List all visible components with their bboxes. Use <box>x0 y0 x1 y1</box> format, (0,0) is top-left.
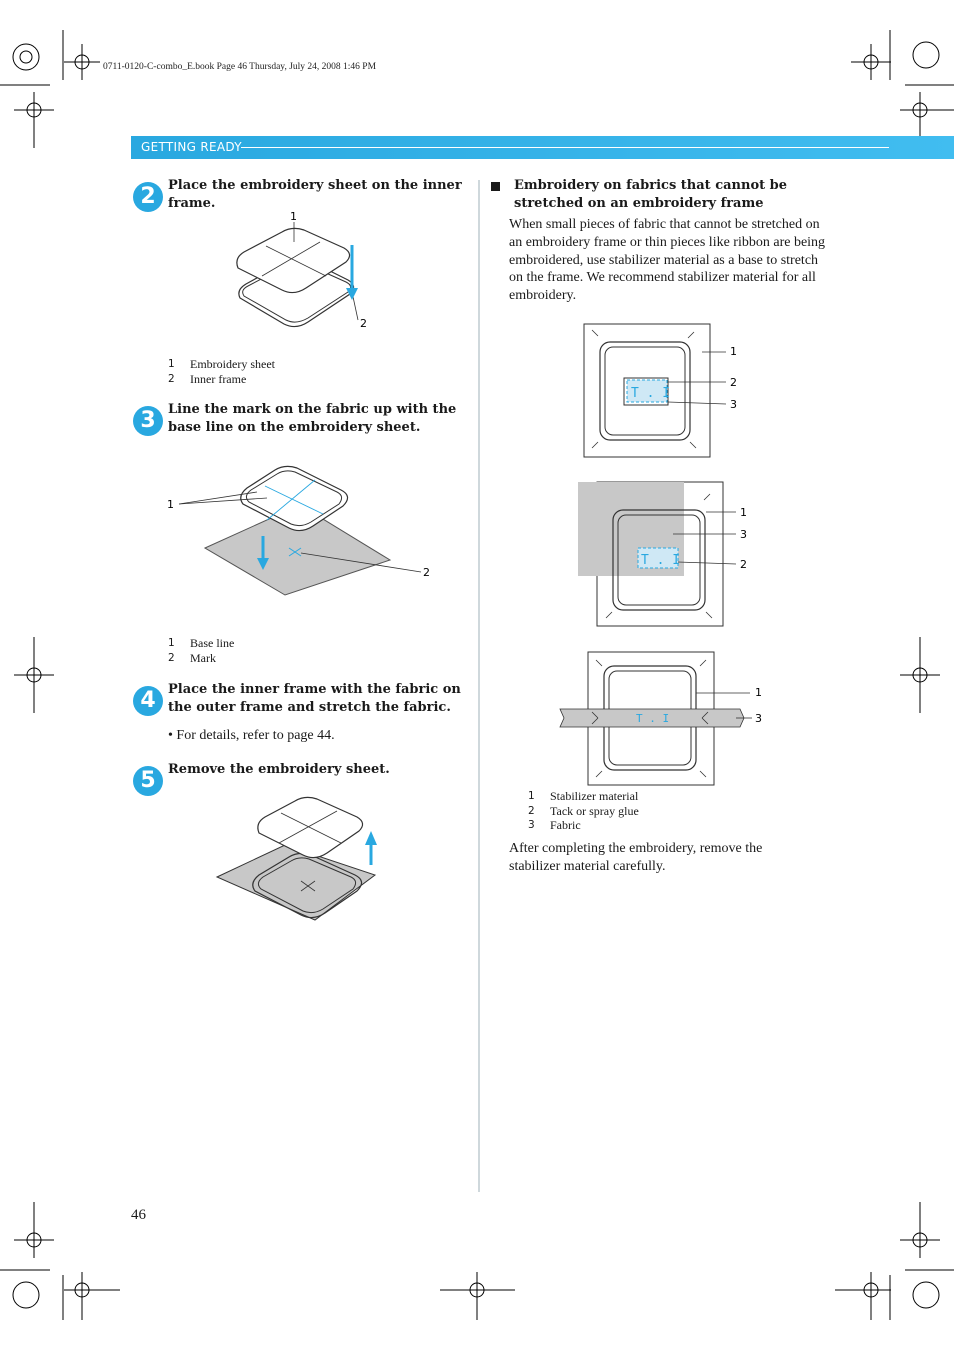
legend-text: Inner frame <box>190 371 247 386</box>
step-3-number: 3 <box>133 406 163 436</box>
legend-number: 2 <box>168 651 175 664</box>
section-header-title: GETTING READY <box>141 140 242 154</box>
step-4-bullet: • For details, refer to page 44. <box>168 728 335 743</box>
intro-paragraph: When small pieces of fabric that cannot … <box>509 217 826 304</box>
legend-number: 2 <box>528 804 535 817</box>
step-3-callout-2: 2 <box>423 566 430 579</box>
step-4-number: 4 <box>133 686 163 716</box>
legend-number: 3 <box>528 819 535 831</box>
header-rule <box>241 147 889 148</box>
fig3-callout-1: 1 <box>755 686 762 699</box>
fig2-callout-3: 3 <box>740 528 747 541</box>
step-3-legend: 1 Base line 2 Mark <box>168 636 234 665</box>
step-4-title: Place the inner frame with the fabric on… <box>168 682 461 715</box>
sample-embroidery-text: T . I <box>636 712 669 725</box>
file-info: 0711-0120-C-combo_E.book Page 46 Thursda… <box>103 62 377 72</box>
legend-text: Fabric <box>550 818 581 832</box>
legend-number: 2 <box>168 372 175 385</box>
fig2-callout-1: 1 <box>740 506 747 519</box>
step-2-legend: 1 Embroidery sheet 2 Inner frame <box>168 357 275 386</box>
closing-paragraph: After completing the embroidery, remove … <box>509 841 763 874</box>
column-divider <box>478 180 480 1192</box>
legend-number: 1 <box>168 637 175 649</box>
sample-embroidery-text: T . I <box>641 553 680 568</box>
section-title: Embroidery on fabrics that cannot be str… <box>514 178 788 211</box>
step-2-callout-2: 2 <box>360 317 367 330</box>
legend-text: Mark <box>190 650 216 665</box>
fig1-callout-1: 1 <box>730 345 737 358</box>
fig1-callout-3: 3 <box>730 398 737 411</box>
legend-number: 1 <box>528 790 535 802</box>
fig2-callout-2: 2 <box>740 558 747 571</box>
step-2-callout-1: 1 <box>290 210 297 223</box>
page-number: 46 <box>131 1207 146 1223</box>
section-bullet <box>491 182 500 191</box>
step-2-number: 2 <box>133 182 163 212</box>
section-header-bar: GETTING READY <box>131 136 954 159</box>
sample-embroidery-text: T . I <box>631 386 670 401</box>
fig3-callout-3: 3 <box>755 712 762 725</box>
legend-text: Tack or spray glue <box>550 803 639 818</box>
legend-text: Base line <box>190 636 235 650</box>
step-2-title: Place the embroidery sheet on the inner … <box>168 178 462 211</box>
legend-text: Embroidery sheet <box>190 357 275 371</box>
step-3-callout-1: 1 <box>167 498 174 511</box>
fig1-callout-2: 2 <box>730 376 737 389</box>
legend-number: 1 <box>168 358 175 370</box>
legend-text: Stabilizer material <box>550 789 639 803</box>
step-5-number: 5 <box>133 766 163 796</box>
stabilizer-legend: 1 Stabilizer material 2 Tack or spray glue… <box>528 789 639 833</box>
step-5-title: Remove the embroidery sheet. <box>168 762 390 777</box>
step-3-title: Line the mark on the fabric up with the … <box>168 402 457 435</box>
